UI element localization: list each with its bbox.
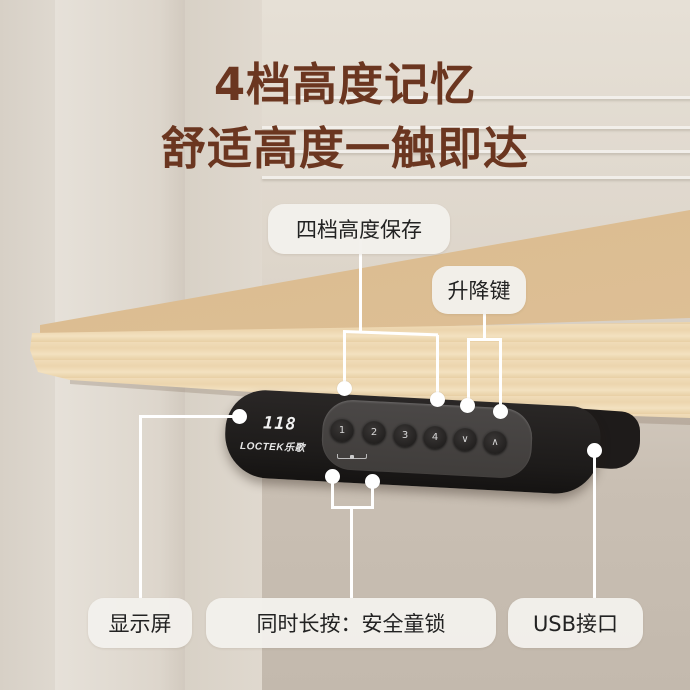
callout-line (139, 415, 239, 418)
callout-memory: 四档高度保存 (268, 204, 450, 254)
callout-line (371, 481, 374, 508)
callout-dot (430, 392, 445, 407)
down-button[interactable]: ∨ (453, 427, 477, 451)
callout-line (436, 335, 439, 395)
callout-usb: USB接口 (508, 598, 643, 648)
memory-4-button[interactable]: 4 (423, 425, 447, 449)
callout-child-lock: 同时长按：安全童锁 (206, 598, 496, 648)
callout-line (467, 338, 502, 341)
wall-molding (262, 126, 690, 129)
callout-dot (460, 398, 475, 413)
callout-line (593, 450, 596, 598)
callout-line (483, 310, 486, 340)
callout-display: 显示屏 (88, 598, 192, 648)
callout-line (343, 331, 346, 386)
brand-logo: LOCTEK乐歌 (239, 440, 306, 455)
memory-2-icon: 2 (370, 426, 378, 438)
memory-1-icon: 1 (338, 424, 346, 436)
callout-dot (493, 404, 508, 419)
chevron-up-icon: ∧ (491, 436, 499, 448)
memory-4-icon: 4 (431, 431, 439, 443)
callout-updown: 升降键 (432, 266, 526, 314)
headline-line1: 4档高度记忆 (213, 58, 477, 111)
headline-line2: 舒适高度一触即达 (160, 122, 529, 175)
callout-line (139, 415, 142, 598)
chevron-down-icon: ∨ (461, 433, 469, 445)
up-button[interactable]: ∧ (483, 430, 507, 454)
wall-molding (262, 176, 690, 179)
memory-3-icon: 3 (401, 429, 409, 441)
memory-3-button[interactable]: 3 (393, 423, 417, 447)
wall-molding (262, 96, 690, 99)
memory-2-button[interactable]: 2 (362, 420, 386, 444)
callout-dot (337, 381, 352, 396)
callout-dot (232, 409, 247, 424)
callout-line (350, 506, 353, 598)
lock-icon (350, 455, 354, 459)
callout-line (467, 339, 470, 401)
callout-line (359, 240, 362, 332)
wall-molding (262, 150, 690, 153)
callout-line (499, 339, 502, 407)
height-display: 118 (262, 413, 298, 435)
memory-1-button[interactable]: 1 (330, 418, 354, 442)
callout-line (331, 476, 334, 508)
